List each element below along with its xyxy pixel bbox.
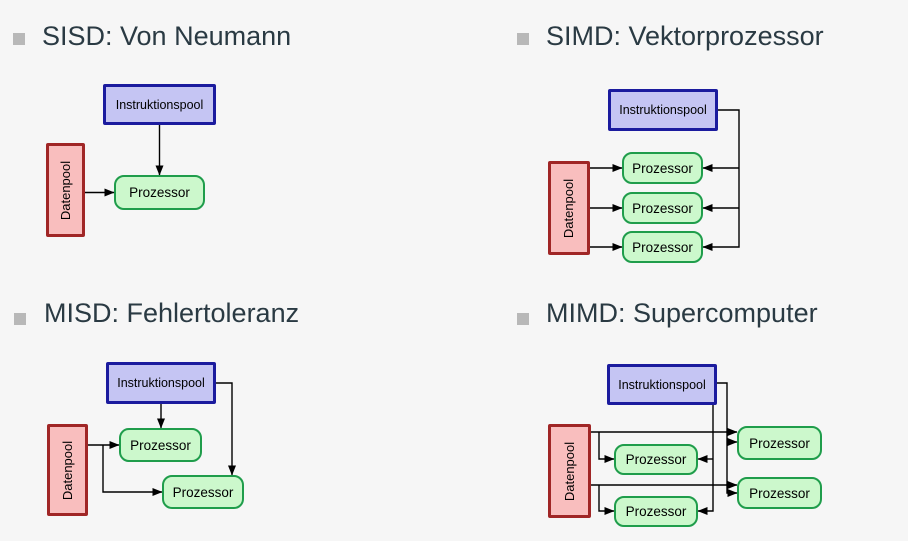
- mimd-data-pool-label: Datenpool: [562, 441, 577, 501]
- mimd-processor-inner-2-label: Prozessor: [625, 504, 687, 519]
- mimd-instruction-pool-box: Instruktionspool: [607, 364, 717, 405]
- simd-processor-3-box: Prozessor: [622, 231, 703, 263]
- simd-processor-1-box: Prozessor: [622, 152, 703, 184]
- mimd-instruction-inner-trunk-arrow: [697, 405, 714, 515]
- misd-processor-2-label: Prozessor: [172, 484, 234, 500]
- misd-processor-1-label: Prozessor: [130, 437, 191, 453]
- simd-instruction-pool-box: Instruktionspool: [608, 89, 718, 131]
- sisd-heading: SISD: Von Neumann: [42, 21, 292, 51]
- simd-processor-1-label: Prozessor: [632, 160, 693, 176]
- bullet-icon: [517, 313, 529, 325]
- mimd-heading: MIMD: Supercomputer: [546, 298, 818, 328]
- mimd-processor-right-2-box: Prozessor: [737, 477, 822, 509]
- simd-data-pool-box: Datenpool: [548, 161, 590, 255]
- simd-heading: SIMD: Vektorprozessor: [546, 21, 824, 51]
- mimd-processor-right-2-label: Prozessor: [749, 485, 810, 501]
- mimd-data-pool-box: Datenpool: [548, 424, 591, 518]
- misd-instruction-pool-box: Instruktionspool: [106, 362, 216, 404]
- mimd-data-arrow-inner-1: [598, 432, 615, 463]
- mimd-processor-inner-1-box: Prozessor: [614, 444, 698, 475]
- simd-data-pool-label: Datenpool: [561, 178, 577, 238]
- mimd-processor-right-1-box: Prozessor: [737, 426, 822, 460]
- sisd-data-pool-box: Datenpool: [46, 143, 85, 237]
- misd-processor-2-box: Prozessor: [162, 475, 244, 509]
- mimd-processor-right-1-label: Prozessor: [749, 435, 810, 451]
- mimd-processor-inner-1-label: Prozessor: [625, 452, 687, 467]
- sisd-instruction-pool-box: Instruktionspool: [103, 84, 216, 125]
- misd-processor-1-box: Prozessor: [119, 428, 202, 462]
- mimd-processor-inner-2-box: Prozessor: [614, 496, 698, 527]
- bullet-icon: [517, 33, 529, 45]
- sisd-processor-box: Prozessor: [114, 175, 205, 210]
- misd-heading: MISD: Fehlertoleranz: [44, 298, 300, 328]
- mimd-instruction-right-trunk-arrow: [717, 382, 738, 497]
- simd-processor-3-label: Prozessor: [632, 239, 693, 255]
- sisd-processor-label: Prozessor: [129, 185, 190, 200]
- simd-instruction-pool-label: Instruktionspool: [619, 103, 707, 117]
- simd-processor-2-box: Prozessor: [622, 192, 703, 224]
- sisd-instruction-pool-label: Instruktionspool: [115, 97, 204, 112]
- misd-instruction-pool-label: Instruktionspool: [117, 376, 205, 390]
- misd-instruction-arrow-2: [216, 382, 236, 476]
- mimd-data-arrow-inner-2: [598, 485, 615, 515]
- mimd-instruction-pool-label: Instruktionspool: [618, 377, 706, 392]
- bullet-icon: [13, 33, 25, 45]
- bullet-icon: [14, 313, 26, 325]
- misd-data-pool-label: Datenpool: [60, 440, 75, 500]
- simd-processor-2-label: Prozessor: [632, 200, 693, 216]
- misd-data-pool-box: Datenpool: [47, 424, 88, 516]
- sisd-data-pool-label: Datenpool: [58, 160, 73, 220]
